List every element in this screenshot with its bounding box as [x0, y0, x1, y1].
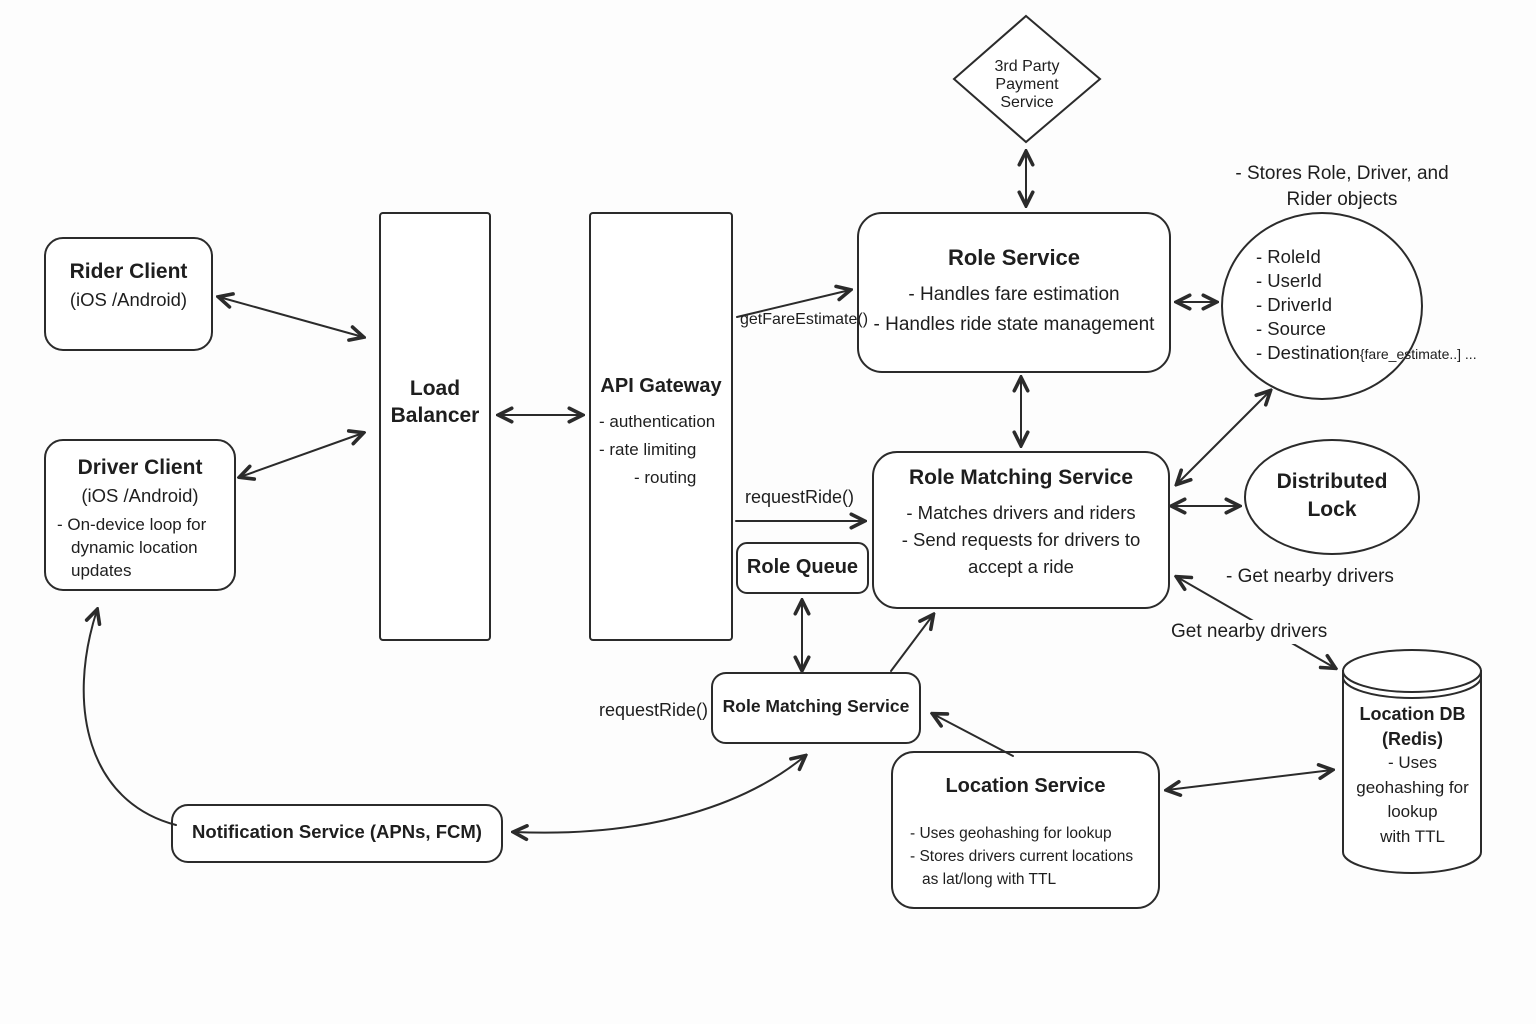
role-store-note: - Stores Role, Driver, and Rider objects: [1235, 163, 1449, 210]
role-store-field: - UserId: [1256, 270, 1322, 291]
role-matching-service-bullet: - Send requests for drivers to: [901, 529, 1141, 550]
rider-client-subtitle: (iOS /Android): [69, 289, 188, 310]
destination-suffix: {fare_estimate..] ...: [1359, 346, 1477, 362]
location-db-cylinder-body: [1342, 670, 1482, 874]
payment-service-diamond: [952, 14, 1102, 144]
arrow-notification-driver-curve: [82, 610, 177, 826]
role-service-title: Role Service: [947, 245, 1081, 270]
role-matching-worker-box: [711, 672, 921, 744]
arrow-locationservice-worker: [933, 714, 1014, 757]
role-service-bullets: - Handles fare estimation - Handles ride…: [858, 280, 1170, 340]
location-service-bullet: - Uses geohashing for lookup: [910, 825, 1112, 842]
arrow-driver-loadbalancer: [240, 433, 363, 477]
arrow-worker-rolematching: [890, 615, 933, 672]
role-store-field: - DriverId: [1256, 294, 1333, 315]
api-gateway-title: API Gateway: [600, 375, 722, 397]
api-gateway-bullet: - rate limiting: [599, 440, 697, 459]
role-store-field: - Source: [1256, 318, 1326, 339]
role-matching-service-box: [872, 451, 1170, 609]
driver-client-subtitle: (iOS /Android): [81, 485, 199, 506]
api-gateway-bullet: - authentication: [599, 412, 716, 431]
load-balancer-label: Load Balancer: [390, 377, 480, 427]
api-gateway-bullets: - authentication - rate limiting - routi…: [599, 408, 715, 492]
role-matching-service-bullets: - Matches drivers and riders - Send requ…: [873, 499, 1169, 580]
location-service-bullet: - Stores drivers current locations: [910, 848, 1134, 865]
role-service-bullet: - Handles ride state management: [873, 314, 1155, 335]
role-queue-label: Role Queue: [746, 556, 859, 578]
location-db-label: Location DB (Redis) - Uses geohashing fo…: [1356, 704, 1469, 846]
role-store-fields: - RoleId - UserId - DriverId - Source - …: [1256, 245, 1477, 366]
role-store-field: - RoleId: [1256, 246, 1321, 267]
distributed-lock-label: Distributed Lock: [1276, 470, 1388, 521]
driver-client-title: Driver Client: [77, 456, 203, 479]
arrow-rolestore-rolematching: [1177, 391, 1270, 484]
role-matching-service-bullet: - Matches drivers and riders: [906, 502, 1136, 523]
role-service-bullet: - Handles fare estimation: [908, 284, 1120, 305]
label-getfareestimate: getFareEstimate(): [740, 311, 869, 328]
role-object-ellipse: [1221, 212, 1423, 400]
role-matching-service-title: Role Matching Service: [908, 466, 1134, 489]
role-matching-service-bullet: accept a ride: [968, 556, 1074, 577]
rider-client-title: Rider Client: [69, 260, 188, 283]
label-get-nearby-note: - Get nearby drivers: [1226, 566, 1394, 587]
location-service-box: [891, 751, 1160, 909]
location-db-cylinder-top: [1342, 649, 1482, 693]
role-service-box: [857, 212, 1171, 373]
arrow-apigateway-roleservice: [736, 290, 850, 318]
role-matching-worker-label: Role Matching Service: [722, 696, 910, 716]
role-store-field-destination: - Destination{fare_estimate..] ...: [1256, 342, 1477, 363]
driver-client-box: [44, 439, 236, 591]
label-get-nearby-arrow: Get nearby drivers: [1168, 620, 1331, 644]
arrow-rider-loadbalancer: [219, 297, 363, 337]
notification-service-label: Notification Service (APNs, FCM): [192, 821, 482, 842]
load-balancer-box: [379, 212, 491, 641]
label-requestride-api: requestRide(): [745, 487, 855, 507]
location-service-bullet: as lat/long with TTL: [922, 871, 1057, 888]
arrow-worker-notification-curve: [514, 756, 805, 833]
notification-service-box: [171, 804, 503, 863]
role-queue-box: [736, 542, 869, 594]
location-service-title: Location Service: [945, 775, 1106, 797]
rider-client-box: [44, 237, 213, 351]
arrow-locationservice-locationdb: [1167, 770, 1332, 790]
api-gateway-box: [589, 212, 733, 641]
location-db-cylinder-rim: [1342, 676, 1482, 699]
api-gateway-bullet: - routing: [634, 468, 697, 487]
driver-client-bullet: - On-device loop for dynamic location up…: [57, 515, 207, 580]
payment-service-label: 3rd Party Payment Service: [994, 58, 1060, 111]
label-requestride-worker: requestRide(): [598, 700, 708, 720]
distributed-lock-ellipse: [1244, 439, 1420, 555]
location-service-bullets: - Uses geohashing for lookup - Stores dr…: [910, 822, 1133, 891]
